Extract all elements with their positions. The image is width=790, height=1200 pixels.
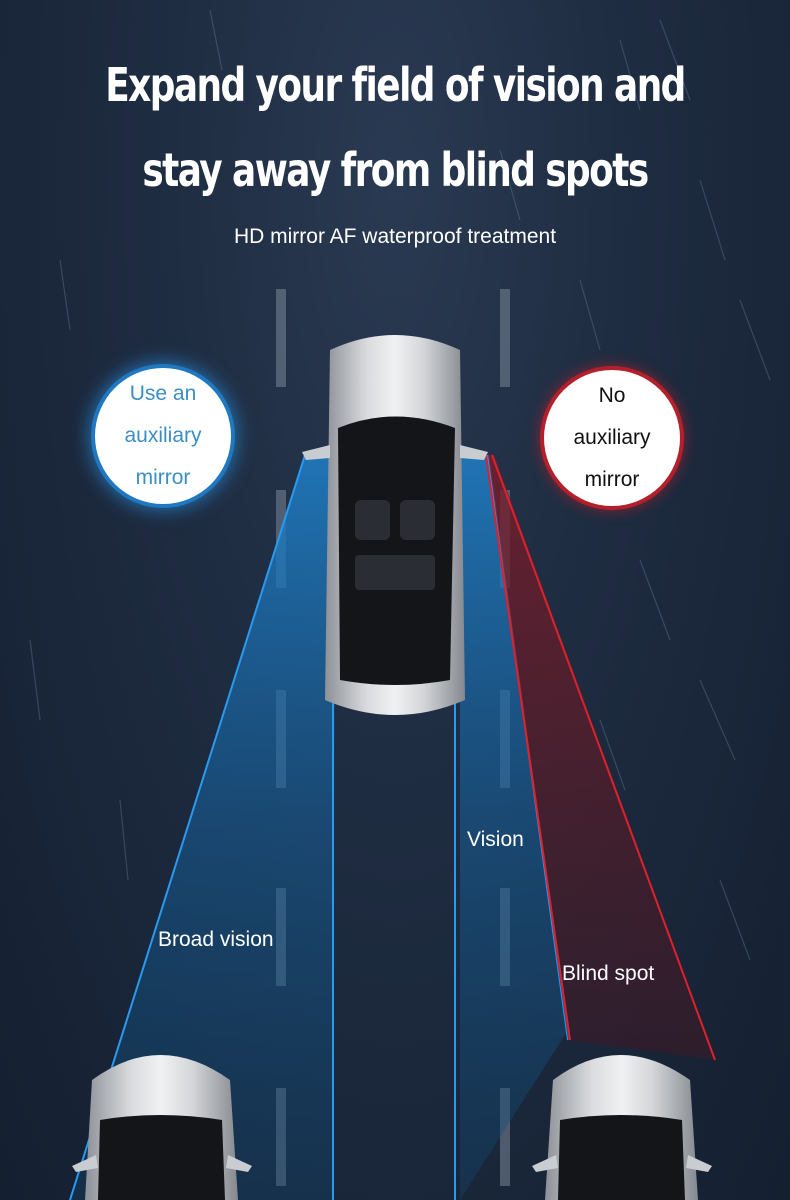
without-mirror-badge: No auxiliary mirror (544, 370, 680, 506)
with-mirror-badge: Use an auxiliary mirror (95, 368, 231, 504)
headline-line-1: Expand your field of vision and (105, 58, 686, 112)
badge-line: auxiliary (573, 426, 651, 449)
badge-line: mirror (584, 468, 640, 491)
broad-vision-label: Broad vision (158, 928, 274, 951)
broad-vision-zone (70, 455, 335, 1200)
blind-spot-label: Blind spot (562, 962, 655, 985)
headline-line-2: stay away from blind spots (142, 143, 649, 197)
narrow-vision-zone (460, 455, 568, 1200)
badge-line: No (598, 384, 626, 407)
rear-car-left-icon (72, 1055, 252, 1200)
rear-car-right-icon (532, 1055, 712, 1200)
badge-line: mirror (135, 466, 191, 489)
main-car-icon (302, 335, 488, 715)
badge-line: auxiliary (124, 424, 202, 447)
subtitle: HD mirror AF waterproof treatment (233, 225, 557, 248)
badge-line: Use an (129, 382, 197, 405)
vision-label: Vision (467, 828, 524, 851)
